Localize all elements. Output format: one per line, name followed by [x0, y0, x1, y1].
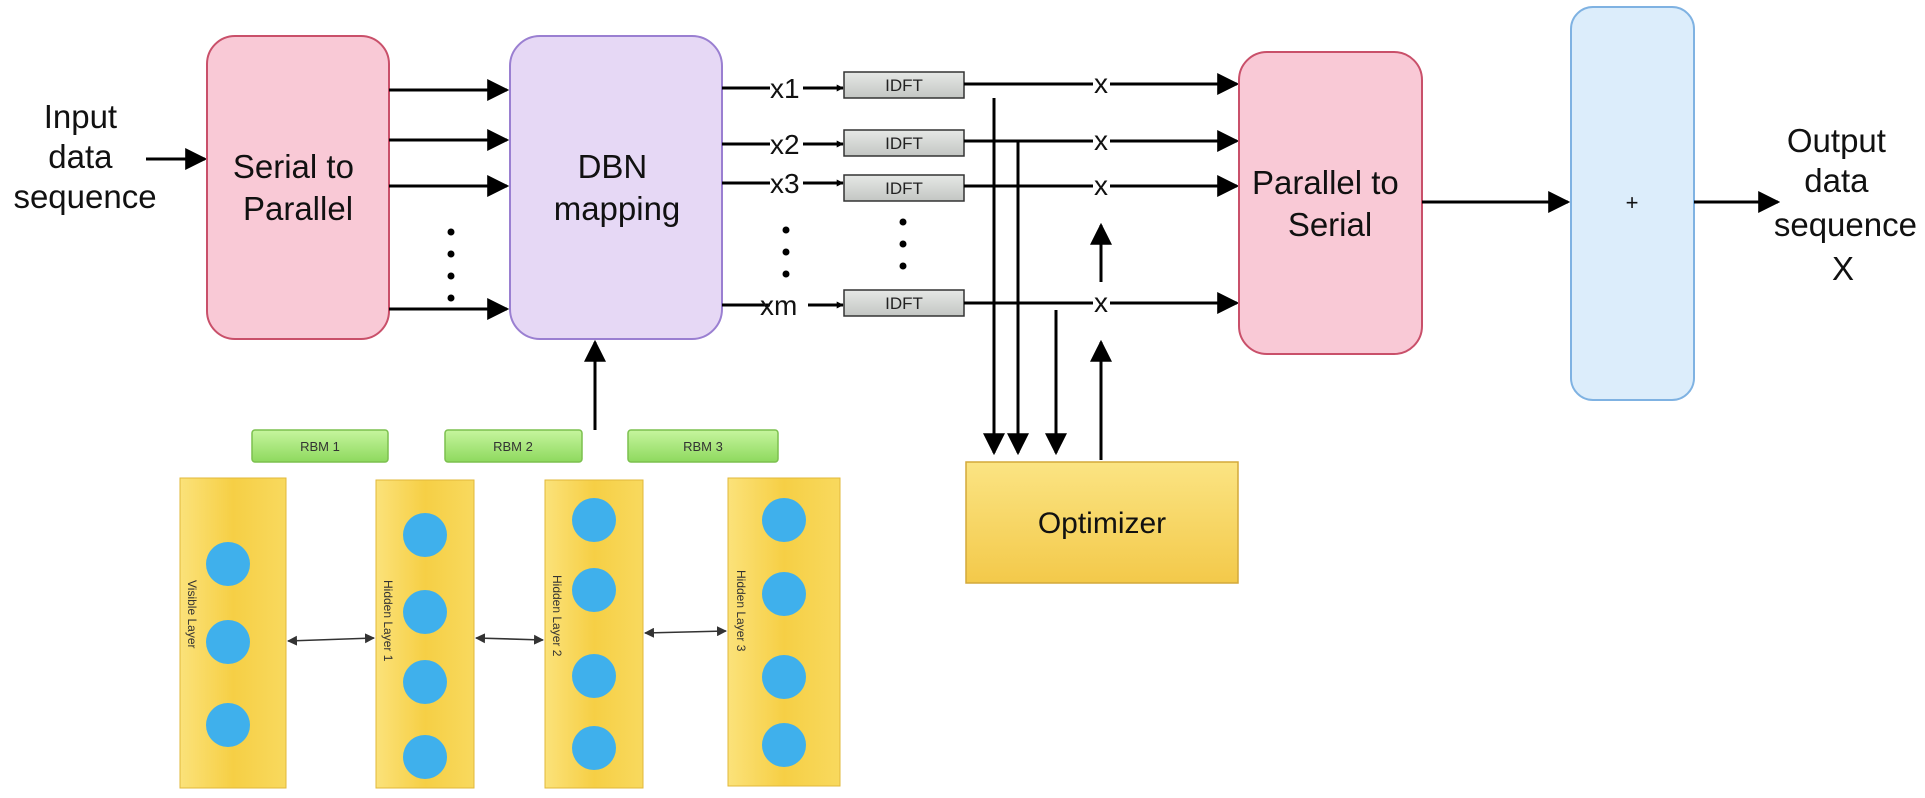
svg-text:Visible Layer: Visible Layer [185, 580, 199, 648]
neuron [572, 568, 616, 612]
signal-xm: xm [760, 290, 797, 321]
neuron [762, 498, 806, 542]
visible-layer: Visible Layer [179, 477, 287, 789]
neuron [206, 620, 250, 664]
neuron [762, 572, 806, 616]
idft-block-2: IDFT [843, 129, 965, 157]
optimizer-block [965, 461, 1239, 584]
rbm-label-3: RBM 3 [627, 429, 779, 463]
idft-block-m: IDFT [843, 289, 965, 317]
idft-block-3: IDFT [843, 174, 965, 202]
link-visible-hidden1 [287, 633, 375, 646]
neuron [762, 655, 806, 699]
neuron [206, 542, 250, 586]
link-hidden1-hidden2 [475, 633, 544, 645]
neuron [403, 660, 447, 704]
idft-ellipsis [899, 218, 907, 270]
svg-text:IDFT: IDFT [885, 294, 923, 313]
svg-text:RBM 3: RBM 3 [683, 439, 723, 454]
rbm-label-2: RBM 2 [444, 429, 583, 463]
hidden-layer-1: Hidden Layer 1 [375, 479, 475, 789]
multiplier-3: x [1094, 170, 1108, 201]
svg-text:Hidden Layer 3: Hidden Layer 3 [734, 570, 748, 652]
svg-text:RBM 1: RBM 1 [300, 439, 340, 454]
signal-ellipsis [782, 226, 790, 278]
svg-text:Hidden Layer 2: Hidden Layer 2 [550, 575, 564, 657]
neuron [572, 726, 616, 770]
sum-symbol: + [1626, 190, 1639, 215]
parallel-to-serial-block [1238, 51, 1423, 355]
neuron [403, 735, 447, 779]
svg-text:IDFT: IDFT [885, 134, 923, 153]
signal-x1: x1 [770, 73, 800, 104]
multiplier-2: x [1094, 125, 1108, 156]
svg-text:IDFT: IDFT [885, 76, 923, 95]
signal-x2: x2 [770, 129, 800, 160]
rbm-label-1: RBM 1 [251, 429, 389, 463]
hidden-layer-2: Hidden Layer 2 [544, 479, 644, 789]
neuron [572, 654, 616, 698]
serial-to-parallel-block [206, 35, 390, 340]
optimizer-label: Optimizer [1038, 507, 1166, 540]
output-label: Output data sequence X [1774, 122, 1925, 287]
sp-dbn-ellipsis [447, 228, 455, 302]
serial-to-parallel-label: Serial to Parallel [233, 148, 363, 227]
neuron [403, 513, 447, 557]
parallel-to-serial-label: Parallel to Serial [1252, 164, 1408, 243]
input-label: Input data sequence [13, 98, 156, 215]
svg-text:Hidden Layer 1: Hidden Layer 1 [381, 580, 395, 662]
dbn-mapping-block [509, 35, 723, 340]
multiplier-m: x [1094, 287, 1108, 318]
signal-x3: x3 [770, 168, 800, 199]
neuron [762, 723, 806, 767]
dbn-mapping-label: DBN mapping [554, 148, 681, 227]
svg-text:IDFT: IDFT [885, 179, 923, 198]
svg-text:RBM 2: RBM 2 [493, 439, 533, 454]
link-hidden2-hidden3 [644, 626, 727, 638]
idft-block-1: IDFT [843, 71, 965, 99]
multiplier-1: x [1094, 68, 1108, 99]
hidden-layer-3: Hidden Layer 3 [727, 477, 841, 787]
neuron [572, 498, 616, 542]
neuron [206, 703, 250, 747]
neuron [403, 590, 447, 634]
